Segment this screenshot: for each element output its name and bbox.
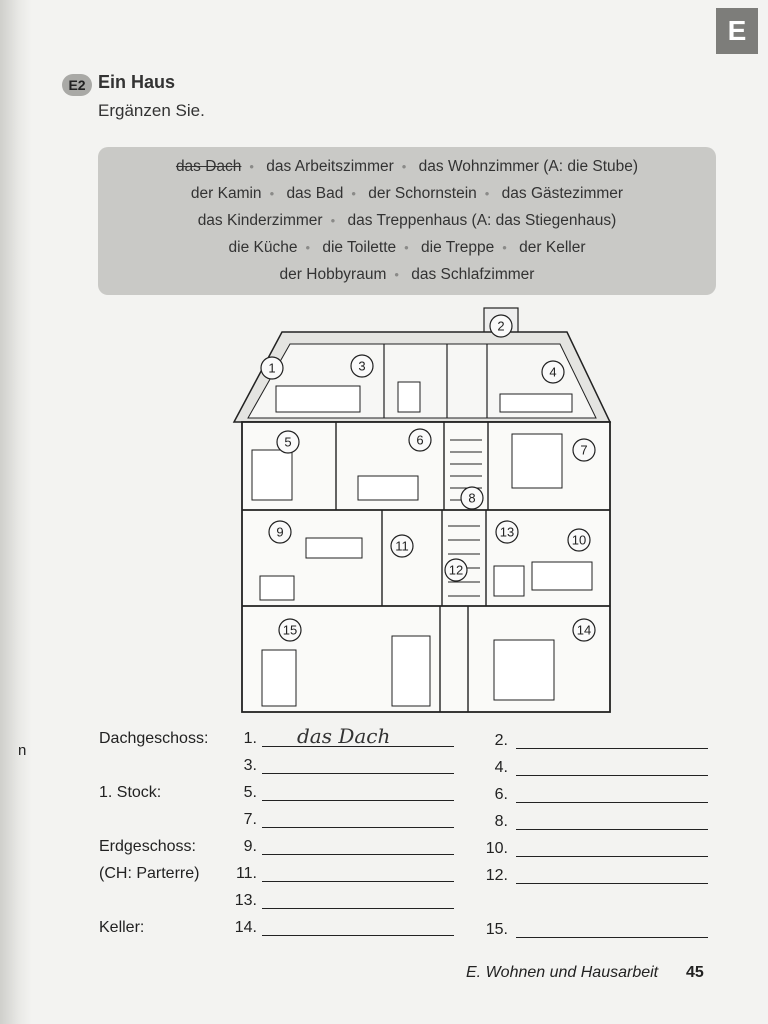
house-number-circle	[541, 360, 565, 384]
word-item: der Kamin	[190, 185, 262, 202]
answer-number: 1.	[243, 730, 257, 747]
answer-number: 11.	[235, 865, 257, 882]
house-number: 9	[276, 525, 283, 540]
word-item: das Arbeitszimmer	[266, 158, 394, 175]
answer-number: 2.	[494, 732, 508, 749]
word-item: die Treppe	[421, 239, 495, 256]
word-item: der Hobbyraum	[279, 266, 387, 283]
house-number-circle	[572, 438, 596, 462]
house-number: 12	[449, 563, 463, 578]
answer-line[interactable]	[516, 937, 708, 938]
word-box: das Dach• das Arbeitszimmer• das Wohnzim…	[98, 147, 716, 295]
exercise-badge: E2	[62, 74, 92, 96]
word-line: die Küche• die Toilette• die Treppe• der…	[228, 239, 586, 256]
exercise-title: Ein Haus	[98, 72, 176, 92]
house-number-circle	[495, 520, 519, 544]
answer-line[interactable]	[516, 883, 708, 884]
house-number-circle	[260, 356, 284, 380]
word-item: das Schlafzimmer	[411, 266, 535, 283]
house-number-circle	[460, 486, 484, 510]
house-number: 1	[268, 361, 275, 376]
handwritten-answer: das Dach	[297, 724, 391, 748]
house-number-circle	[276, 430, 300, 454]
answer-line[interactable]	[262, 881, 454, 882]
answer-number: 8.	[494, 813, 508, 830]
answer-number: 12.	[485, 867, 508, 884]
answer-number: 14.	[234, 919, 257, 936]
page-edge	[0, 0, 32, 1024]
answer-line[interactable]	[262, 854, 454, 855]
word-item: die Küche	[228, 239, 298, 256]
house-number-circle	[567, 528, 591, 552]
answer-line[interactable]	[516, 856, 708, 857]
answer-number: 9.	[243, 838, 257, 855]
house-number-circle	[444, 558, 468, 582]
page-number: 45	[686, 964, 704, 981]
floor-label: Dachgeschoss:	[99, 730, 209, 747]
answer-number: 7.	[243, 811, 257, 828]
word-item: der Keller	[519, 239, 586, 256]
word-item: die Toilette	[322, 239, 397, 256]
house-number: 15	[283, 623, 297, 638]
house-number-circle	[408, 428, 432, 452]
answer-number: 15.	[485, 921, 508, 938]
word-line: das Dach• das Arbeitszimmer• das Wohnzim…	[175, 158, 639, 175]
house-number: 2	[497, 319, 504, 334]
word-line: der Kamin• das Bad• der Schornstein• das…	[190, 185, 624, 202]
answer-line[interactable]	[262, 773, 454, 774]
house-number-circle	[268, 520, 292, 544]
answer-line[interactable]	[262, 935, 454, 936]
house-number-circle	[390, 534, 414, 558]
word-item: das Gästezimmer	[501, 185, 624, 202]
footer-chapter: E. Wohnen und Hausarbeit	[466, 964, 659, 981]
floor-label: Erdgeschoss:	[99, 838, 196, 855]
house-number: 3	[358, 359, 365, 374]
answer-line[interactable]	[262, 746, 454, 747]
word-item: das Bad	[286, 185, 344, 202]
house-number-circle	[350, 354, 374, 378]
house-number: 11	[395, 539, 409, 554]
house-number: 5	[284, 435, 291, 450]
answer-line[interactable]	[516, 775, 708, 776]
house-number: 14	[577, 623, 591, 638]
word-line: der Hobbyraum• das Schlafzimmer	[279, 266, 535, 283]
house-number-circle	[489, 314, 513, 338]
floor-label: Keller:	[99, 919, 145, 936]
house-number-circle	[572, 618, 596, 642]
answer-line[interactable]	[516, 802, 708, 803]
word-line: das Kinderzimmer• das Treppenhaus (A: da…	[197, 212, 617, 229]
margin-letter: n	[18, 742, 27, 759]
answer-line[interactable]	[262, 827, 454, 828]
exercise-instruction: Ergänzen Sie.	[98, 101, 205, 120]
answer-line[interactable]	[262, 800, 454, 801]
answer-number: 3.	[243, 757, 257, 774]
word-item: das Dach	[175, 158, 242, 175]
house-number: 6	[416, 433, 423, 448]
floor-label: (CH: Parterre)	[99, 865, 200, 882]
word-item: das Kinderzimmer	[197, 212, 323, 229]
answer-line[interactable]	[516, 829, 708, 830]
answer-number: 4.	[494, 759, 508, 776]
answer-number: 13.	[234, 892, 257, 909]
answer-number: 10.	[485, 840, 508, 857]
word-item: das Treppenhaus (A: das Stiegenhaus)	[347, 212, 617, 229]
house-number-circle	[278, 618, 302, 642]
word-item: der Schornstein	[368, 185, 477, 202]
house-number: 13	[500, 525, 514, 540]
section-tab: E	[716, 8, 758, 54]
answer-number: 6.	[494, 786, 508, 803]
house-number: 10	[572, 533, 586, 548]
answer-line[interactable]	[516, 748, 708, 749]
house-number: 7	[580, 443, 587, 458]
house-number: 4	[549, 365, 556, 380]
answer-line[interactable]	[262, 908, 454, 909]
house-number: 8	[468, 491, 475, 506]
answer-number: 5.	[243, 784, 257, 801]
word-item: das Wohnzimmer (A: die Stube)	[418, 158, 639, 175]
floor-label: 1. Stock:	[99, 784, 162, 801]
